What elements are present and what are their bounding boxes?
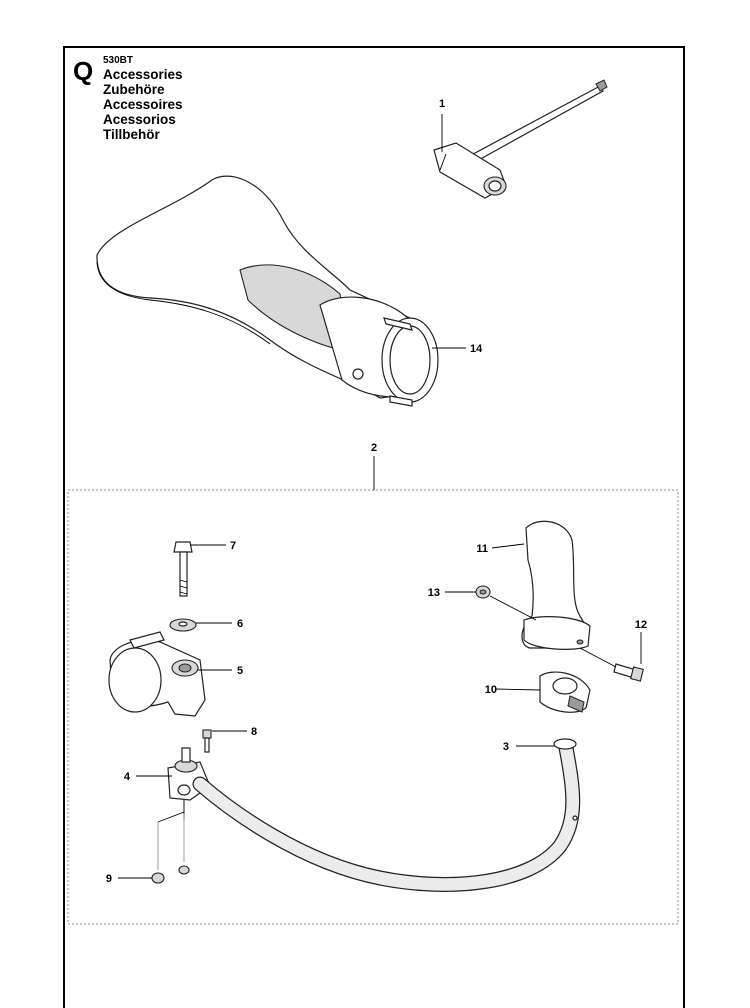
callout-7: 7 xyxy=(230,540,236,552)
callout-5: 5 xyxy=(237,665,243,677)
title-block: Accessories Zubehöre Accessoires Acessor… xyxy=(103,67,183,142)
callout-1: 1 xyxy=(439,98,445,110)
callout-6: 6 xyxy=(237,618,243,630)
part-9-nuts xyxy=(151,800,190,884)
part-6-washer xyxy=(169,618,197,632)
kit-boundary xyxy=(67,489,679,925)
callout-13: 13 xyxy=(428,587,440,599)
model-number: 530BT xyxy=(103,55,134,66)
part-3-loop-bar xyxy=(192,738,581,892)
section-letter: Q xyxy=(73,56,94,86)
part-7-bolt xyxy=(173,541,193,597)
title-pt: Acessorios xyxy=(103,112,176,127)
callout-12: 12 xyxy=(635,619,647,631)
title-fr: Accessoires xyxy=(103,97,183,112)
callout-9: 9 xyxy=(106,873,112,885)
part-10-clamp-bracket xyxy=(539,671,591,713)
part-12-screw xyxy=(613,663,644,682)
leader-lines xyxy=(118,114,642,879)
part-8-screw xyxy=(202,729,212,753)
callout-3: 3 xyxy=(503,741,509,753)
callout-10: 10 xyxy=(485,684,497,696)
page-frame xyxy=(63,46,685,1008)
title-en: Accessories xyxy=(103,67,183,82)
callout-4: 4 xyxy=(124,771,131,783)
callout-8: 8 xyxy=(251,726,257,738)
title-de: Zubehöre xyxy=(103,82,165,97)
title-sv: Tillbehör xyxy=(103,127,160,142)
callout-11: 11 xyxy=(476,543,488,555)
part-13-nut xyxy=(475,585,491,599)
callout-14: 14 xyxy=(470,343,483,355)
part-5-clamp xyxy=(108,631,206,717)
part-14-nozzle xyxy=(96,175,439,407)
part-11-handle xyxy=(521,520,591,650)
callout-2: 2 xyxy=(371,442,377,454)
part-1-combination-wrench xyxy=(433,79,608,199)
